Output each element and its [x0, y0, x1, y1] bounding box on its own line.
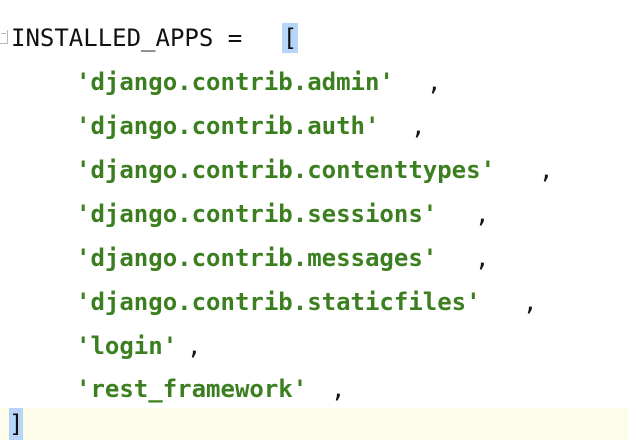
code-line-entry[interactable]: 'django.contrib.staticfiles' , [0, 280, 628, 324]
code-line-entry[interactable]: 'django.contrib.admin' , [0, 60, 628, 104]
comma: , [523, 288, 538, 316]
open-bracket-match-highlight: [ [282, 23, 298, 53]
code-line-assignment[interactable]: INSTALLED_APPS = [ [0, 16, 628, 60]
code-line-entry[interactable]: 'django.contrib.auth' , [0, 104, 628, 148]
installed-apps-identifier: INSTALLED_APPS = [11, 24, 257, 52]
comma: , [539, 156, 554, 184]
string-literal: 'django.contrib.auth' [76, 112, 380, 140]
string-literal: 'django.contrib.messages' [76, 244, 438, 272]
comma: , [411, 112, 426, 140]
code-line-entry[interactable]: 'django.contrib.messages' , [0, 236, 628, 280]
code-line-entry[interactable]: 'rest_framework' , [0, 367, 628, 411]
code-line-entry[interactable]: 'django.contrib.contenttypes' , [0, 148, 628, 192]
string-literal: 'login' [76, 332, 178, 360]
fold-gutter-icon[interactable] [0, 30, 8, 44]
comma: , [187, 332, 202, 360]
code-line-entry[interactable]: 'django.contrib.sessions' , [0, 192, 628, 236]
code-line-entry[interactable]: 'login' , [0, 324, 628, 368]
comma: , [475, 244, 490, 272]
string-literal: 'django.contrib.sessions' [76, 200, 438, 228]
comma: , [331, 375, 346, 403]
string-literal: 'django.contrib.staticfiles' [76, 288, 481, 316]
comma: , [475, 200, 490, 228]
comma: , [427, 68, 442, 96]
string-literal: 'rest_framework' [76, 375, 308, 403]
close-bracket-match-highlight: ] [9, 408, 24, 440]
string-literal: 'django.contrib.contenttypes' [76, 156, 496, 184]
string-literal: 'django.contrib.admin' [76, 68, 394, 96]
code-line-current[interactable]: ] [0, 408, 628, 440]
